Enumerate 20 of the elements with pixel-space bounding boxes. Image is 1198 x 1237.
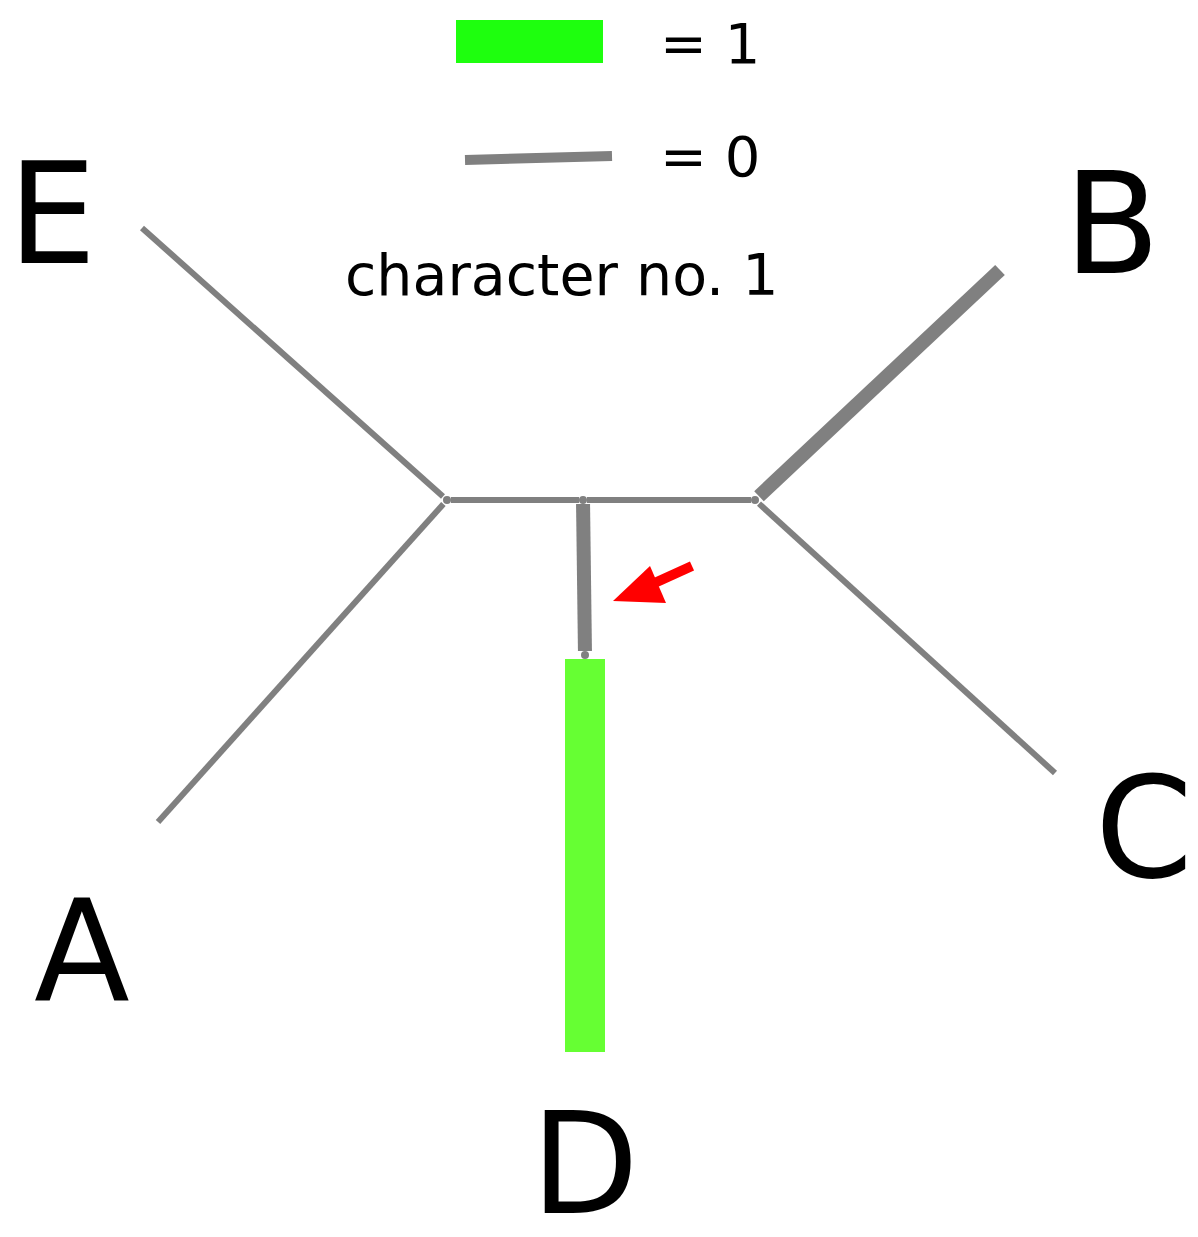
junction-point bbox=[751, 496, 759, 504]
state-branch bbox=[565, 659, 605, 1052]
taxon-label: A bbox=[34, 882, 130, 1022]
tree-branch bbox=[451, 497, 579, 503]
legend-text: = 0 bbox=[660, 129, 761, 185]
taxon-label: B bbox=[1064, 155, 1161, 295]
junction-point bbox=[579, 496, 587, 504]
taxon-label: C bbox=[1095, 759, 1193, 899]
tree-branch bbox=[576, 503, 592, 652]
tree-branch bbox=[754, 264, 1005, 502]
taxon-label: E bbox=[8, 145, 97, 285]
legend-text: = 1 bbox=[660, 16, 761, 72]
tree-branch bbox=[587, 497, 751, 503]
junction-point bbox=[581, 651, 589, 659]
tree-branch bbox=[140, 225, 445, 499]
tree-branch bbox=[155, 502, 446, 824]
junction-point bbox=[443, 496, 451, 504]
character-label: character no. 1 bbox=[345, 247, 779, 304]
taxon-label: D bbox=[531, 1095, 639, 1235]
tree-branch bbox=[757, 501, 1057, 776]
